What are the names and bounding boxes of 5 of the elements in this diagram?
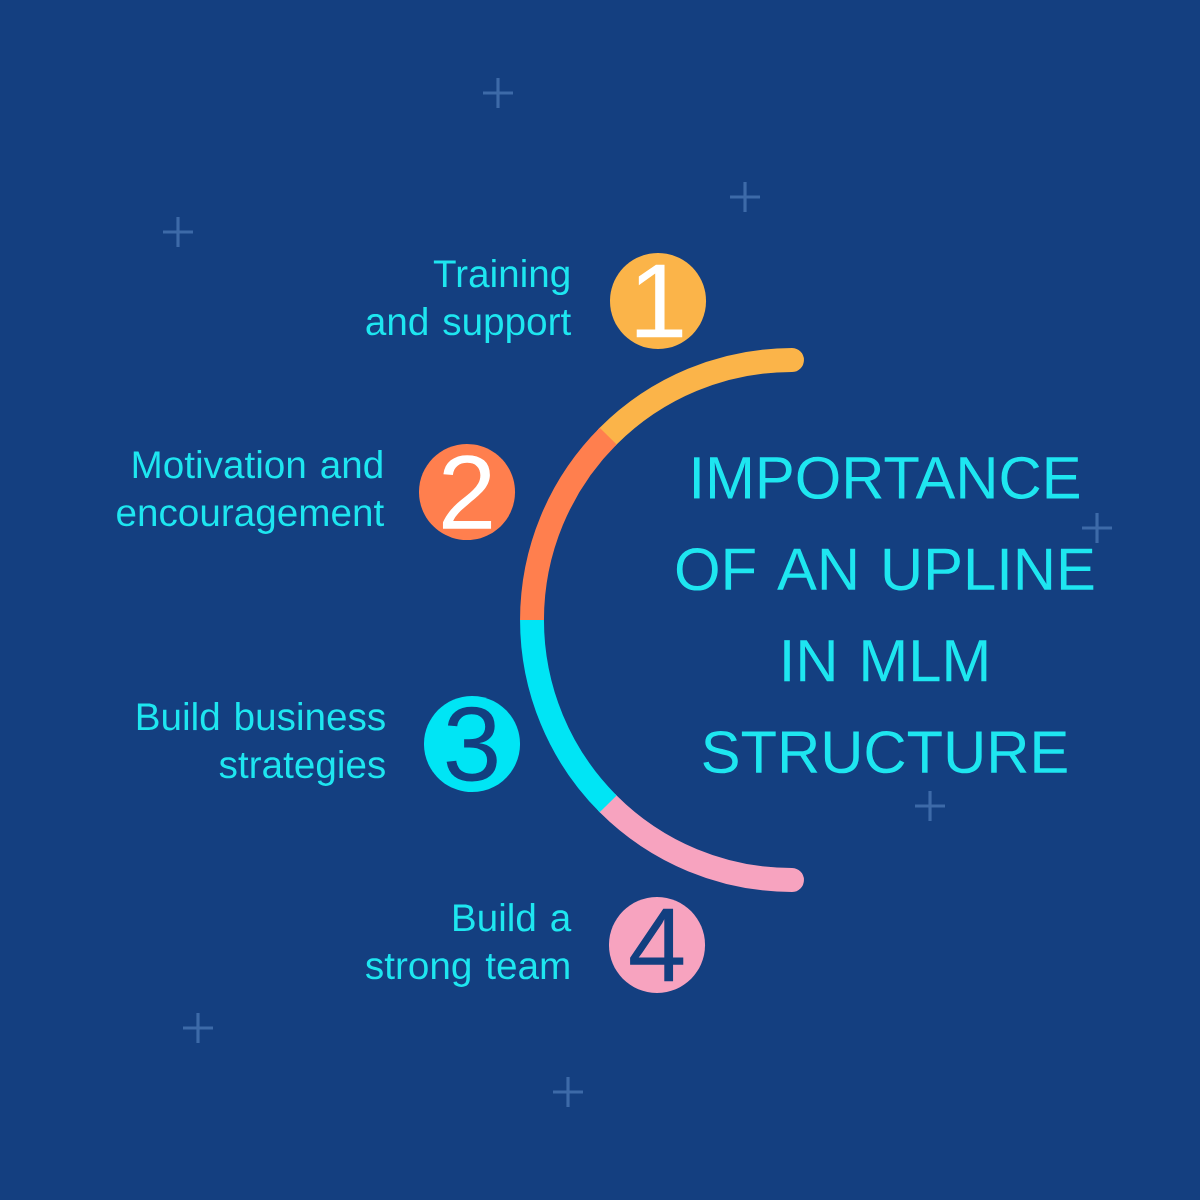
step-label: Training and support <box>366 259 571 343</box>
step-label: Motivation and encouragement <box>117 450 384 534</box>
step-label: Build business strategies <box>137 702 385 786</box>
title: IMPORTANCE OF AN UPLINE IN MLM STRUCTURE <box>676 456 1094 774</box>
step-label: Build a strong team <box>366 903 572 987</box>
